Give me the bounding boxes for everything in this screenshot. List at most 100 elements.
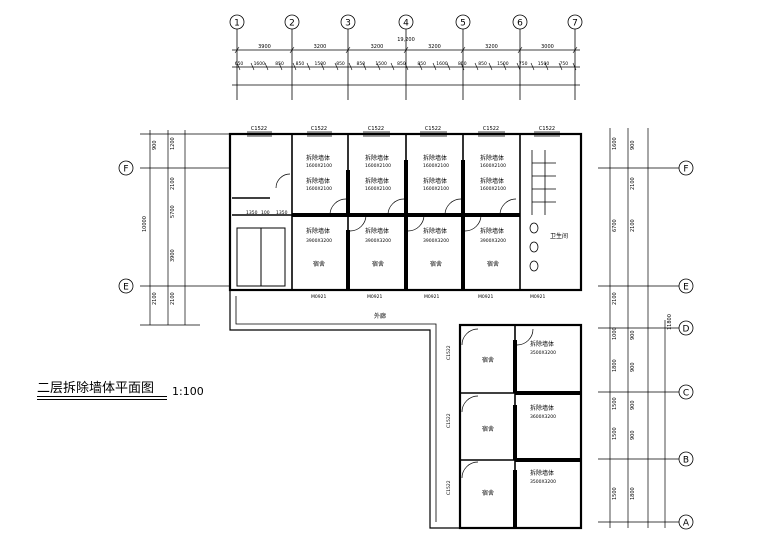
dim-right: 900 <box>630 362 636 372</box>
demolition-label: 拆除墙体 <box>365 227 389 235</box>
drawing-title: 二层拆除墙体平面图 <box>37 381 155 396</box>
room-name: 宿舍 <box>313 260 325 268</box>
dim-row2: 850 <box>336 61 345 67</box>
door-tag: M0921 <box>478 294 493 300</box>
demolition-label: 拆除墙体 <box>530 340 554 348</box>
demolition-size: 1600X2100 <box>365 186 391 192</box>
axis-bubble-6 <box>512 14 528 30</box>
demolition-size: 1600X2100 <box>480 186 506 192</box>
door-tag: M0921 <box>424 294 439 300</box>
axis-bubble-B-label: B <box>683 456 689 466</box>
demolition-label: 拆除墙体 <box>530 469 554 477</box>
dim-right: 1500 <box>612 487 618 500</box>
axis-bubble-D-label: D <box>683 325 690 335</box>
dim-row2: 1600 <box>254 61 266 67</box>
dim-right: 2100 <box>630 219 636 232</box>
toilet-stalls <box>529 150 556 272</box>
stair-dim: 1350 <box>246 210 258 216</box>
axis-bubble-7-label: 7 <box>572 19 578 29</box>
axis-bubble-B <box>678 451 694 467</box>
demolition-size: 3900X3200 <box>365 238 391 244</box>
axis-bubble-5 <box>455 14 471 30</box>
dim-right: 1500 <box>612 397 618 410</box>
axis-bubble-4-label: 4 <box>403 19 409 29</box>
dim-row1: 3200 <box>371 44 384 50</box>
demolition-label: 拆除墙体 <box>306 154 330 162</box>
dim-left: 2100 <box>152 292 158 305</box>
room-name: 宿舍 <box>482 356 494 364</box>
window-tag: C1522 <box>311 126 327 132</box>
axis-bubble-5-label: 5 <box>460 19 466 29</box>
demolition-label: 拆除墙体 <box>423 227 447 235</box>
window-tag: C1522 <box>446 345 452 360</box>
dim-left: 5700 <box>170 205 176 218</box>
dim-left: 3900 <box>170 249 176 262</box>
dim-right: 1500 <box>612 427 618 440</box>
axis-bubble-1 <box>229 14 245 30</box>
stair-dim: 100 <box>261 210 270 216</box>
axis-bubble-3 <box>340 14 356 30</box>
demolition-label: 拆除墙体 <box>365 177 389 185</box>
axis-bubble-A <box>678 514 694 530</box>
axis-bubble-A-label: A <box>683 519 690 529</box>
dim-row2: 1500 <box>314 61 326 67</box>
dim-row2: 1500 <box>375 61 387 67</box>
dim-row2: 850 <box>417 61 426 67</box>
axis-bubble-F <box>678 160 694 176</box>
dim-right-total: 11800 <box>667 314 673 330</box>
room-name: 宿舍 <box>430 260 442 268</box>
demolition-size: 3900X3200 <box>480 238 506 244</box>
demolition-label: 拆除墙体 <box>480 227 504 235</box>
dim-left: 2100 <box>170 177 176 190</box>
axis-bubble-left-F <box>118 160 134 176</box>
dim-row1: 3200 <box>485 44 498 50</box>
demolition-size: 3600X3200 <box>530 414 556 420</box>
door-tag: M0921 <box>367 294 382 300</box>
dim-right: 2100 <box>612 292 618 305</box>
demolition-label: 拆除墙体 <box>306 177 330 185</box>
dim-row1: 3200 <box>314 44 327 50</box>
dim-right: 900 <box>630 330 636 340</box>
dim-row2: 1600 <box>436 61 448 67</box>
dim-right: 2100 <box>630 177 636 190</box>
drawing-title-block: 二层拆除墙体平面图 1:100 <box>37 377 207 407</box>
room-name: 宿舍 <box>487 260 499 268</box>
demolition-label: 拆除墙体 <box>306 227 330 235</box>
dim-row1: 3200 <box>428 44 441 50</box>
dim-ticks <box>234 46 578 71</box>
dim-row2: 1500 <box>538 61 550 67</box>
axis-bubble-2 <box>284 14 300 30</box>
room-name-corridor: 外廊 <box>374 312 386 320</box>
axis-bubble-left-F-label: F <box>123 165 128 175</box>
door-tag: M0921 <box>530 294 545 300</box>
demolition-size: 1600X2100 <box>306 163 332 169</box>
demolition-size: 3500X3200 <box>530 350 556 356</box>
axis-bubble-E-label: E <box>683 283 689 293</box>
dim-right: 900 <box>630 430 636 440</box>
window-marks <box>247 131 560 137</box>
demolition-label: 拆除墙体 <box>423 154 447 162</box>
demolition-size: 1600X2100 <box>306 186 332 192</box>
axis-bubble-1-label: 1 <box>234 19 240 29</box>
axis-bubble-4 <box>398 14 414 30</box>
drawing-scale: 1:100 <box>172 385 204 398</box>
dim-right: 900 <box>630 400 636 410</box>
dim-left: 1200 <box>170 137 176 150</box>
demolition-label: 拆除墙体 <box>365 154 389 162</box>
window-tag: C1522 <box>425 126 441 132</box>
left-axis-bubbles: FE <box>118 160 134 294</box>
dim-right: 1600 <box>612 137 618 150</box>
top-grid-lines <box>232 28 580 100</box>
demolition-size: 3900X3200 <box>306 238 332 244</box>
axis-bubble-6-label: 6 <box>517 19 523 29</box>
door-swings <box>275 173 534 479</box>
demolition-size: 3500X3200 <box>530 479 556 485</box>
demolition-size: 1600X2100 <box>480 163 506 169</box>
room-name: 宿舍 <box>482 425 494 433</box>
dim-row1: 3900 <box>258 44 271 50</box>
